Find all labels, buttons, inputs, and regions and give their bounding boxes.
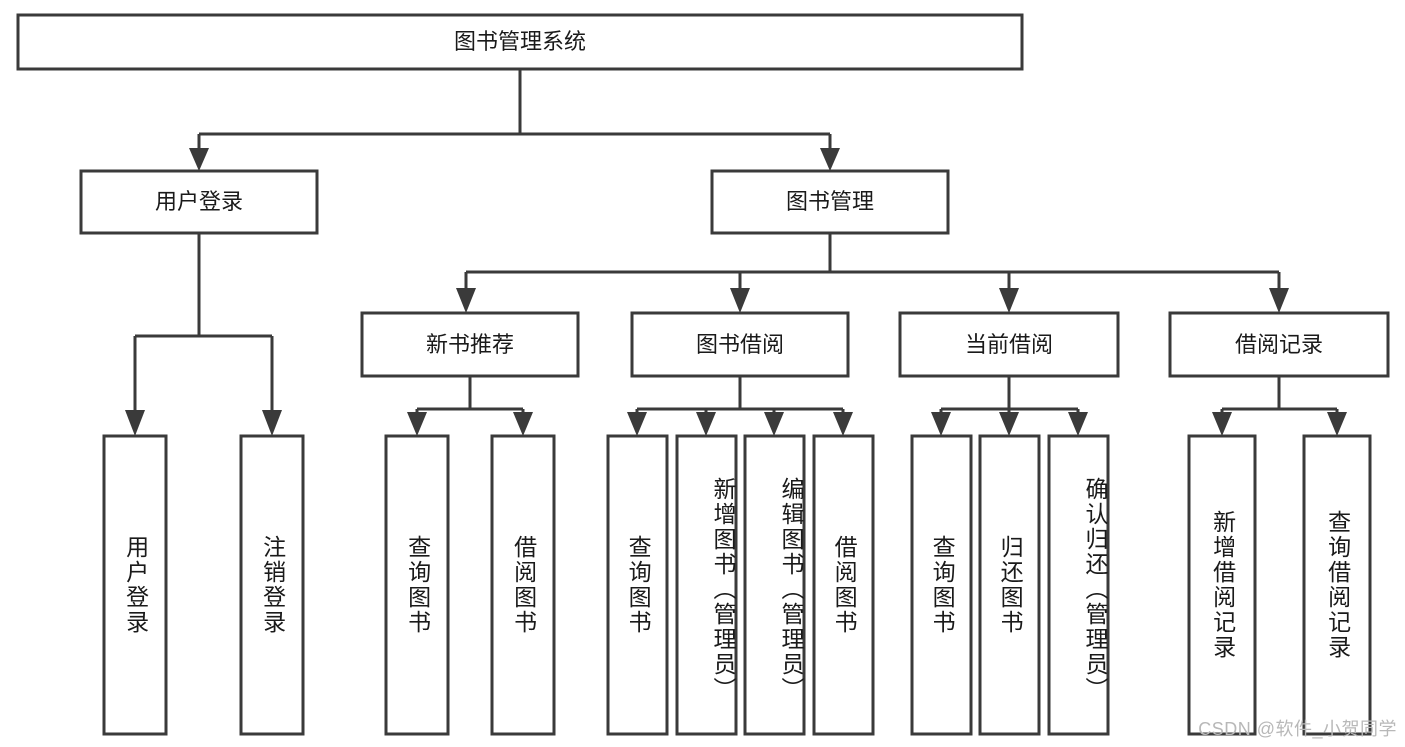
edge-group-current-borrow-leaves <box>931 376 1088 436</box>
node-user-login-label: 用户登录 <box>155 189 243 214</box>
node-root-label: 图书管理系统 <box>454 29 586 54</box>
edge-group-book-mgmt <box>456 233 1289 313</box>
leaf-box-query-book-1[interactable] <box>384 434 450 736</box>
node-book-borrow-label: 图书借阅 <box>696 332 784 357</box>
arrow-head-icon <box>1212 412 1232 436</box>
leaf-box-borrow-book-1[interactable] <box>490 434 556 736</box>
leaf-box-borrow-book-2[interactable] <box>812 434 875 736</box>
leaf-box-logout[interactable] <box>239 434 305 736</box>
edge-group-user-login-leaves <box>125 233 282 436</box>
leaf-boxes-user-login <box>102 434 305 736</box>
leaf-box-query-book-2[interactable] <box>606 434 669 736</box>
arrow-head-icon <box>262 410 282 436</box>
arrow-head-icon <box>999 288 1019 313</box>
node-current-borrow-label: 当前借阅 <box>965 332 1053 357</box>
arrow-head-icon <box>407 412 427 436</box>
arrow-head-icon <box>456 288 476 313</box>
edge-group-root <box>189 69 840 171</box>
node-new-book-recommend-box[interactable] <box>360 311 580 378</box>
arrow-head-icon <box>1327 412 1347 436</box>
leaf-box-confirm-return[interactable] <box>1047 434 1110 736</box>
edge-group-borrow-record-leaves <box>1212 376 1347 436</box>
arrow-head-icon <box>627 412 647 436</box>
arrow-head-icon <box>513 412 533 436</box>
node-book-borrow[interactable]: 图书借阅 <box>630 311 850 378</box>
edge-group-book-borrow-leaves <box>627 376 853 436</box>
leaf-box-return-book[interactable] <box>978 434 1041 736</box>
arrow-head-icon <box>189 148 209 171</box>
leaf-box-query-record[interactable] <box>1302 434 1372 736</box>
edge-group-new-book-leaves <box>407 376 533 436</box>
leaf-boxes-current-borrow <box>910 434 1110 736</box>
leaf-boxes-new-book <box>384 434 556 736</box>
node-root[interactable]: 图书管理系统 <box>16 13 1024 71</box>
node-current-borrow-box[interactable] <box>898 311 1120 378</box>
arrow-head-icon <box>1068 412 1088 436</box>
leaf-boxes-book-borrow <box>606 434 875 736</box>
leaf-box-add-record[interactable] <box>1187 434 1257 736</box>
node-book-borrow-box[interactable] <box>630 311 850 378</box>
arrow-head-icon <box>833 412 853 436</box>
arrow-head-icon <box>696 412 716 436</box>
leaf-box-edit-book[interactable] <box>743 434 806 736</box>
leaf-box-query-book-3[interactable] <box>910 434 973 736</box>
arrow-head-icon <box>764 412 784 436</box>
leaf-boxes-borrow-record <box>1187 434 1372 736</box>
arrow-head-icon <box>125 410 145 436</box>
arrow-head-icon <box>820 148 840 171</box>
leaf-box-add-book[interactable] <box>675 434 738 736</box>
node-borrow-record-box[interactable] <box>1168 311 1390 378</box>
arrow-head-icon <box>730 288 750 313</box>
csdn-watermark: CSDN @软件_小贺同学 <box>1198 719 1397 739</box>
arrow-head-icon <box>999 412 1019 436</box>
node-book-management-box[interactable] <box>710 169 950 235</box>
node-new-book-recommend[interactable]: 新书推荐 <box>360 311 580 378</box>
arrow-head-icon <box>1269 288 1289 313</box>
node-user-login-box[interactable] <box>79 169 319 235</box>
node-borrow-record[interactable]: 借阅记录 <box>1168 311 1390 378</box>
node-user-login[interactable]: 用户登录 <box>79 169 319 235</box>
node-book-management-label: 图书管理 <box>786 189 874 214</box>
node-root-box[interactable] <box>16 13 1024 71</box>
arrow-head-icon <box>931 412 951 436</box>
node-current-borrow[interactable]: 当前借阅 <box>898 311 1120 378</box>
node-new-book-recommend-label: 新书推荐 <box>426 332 514 357</box>
node-book-management[interactable]: 图书管理 <box>710 169 950 235</box>
leaf-box-user-login[interactable] <box>102 434 168 736</box>
node-borrow-record-label: 借阅记录 <box>1235 332 1323 357</box>
